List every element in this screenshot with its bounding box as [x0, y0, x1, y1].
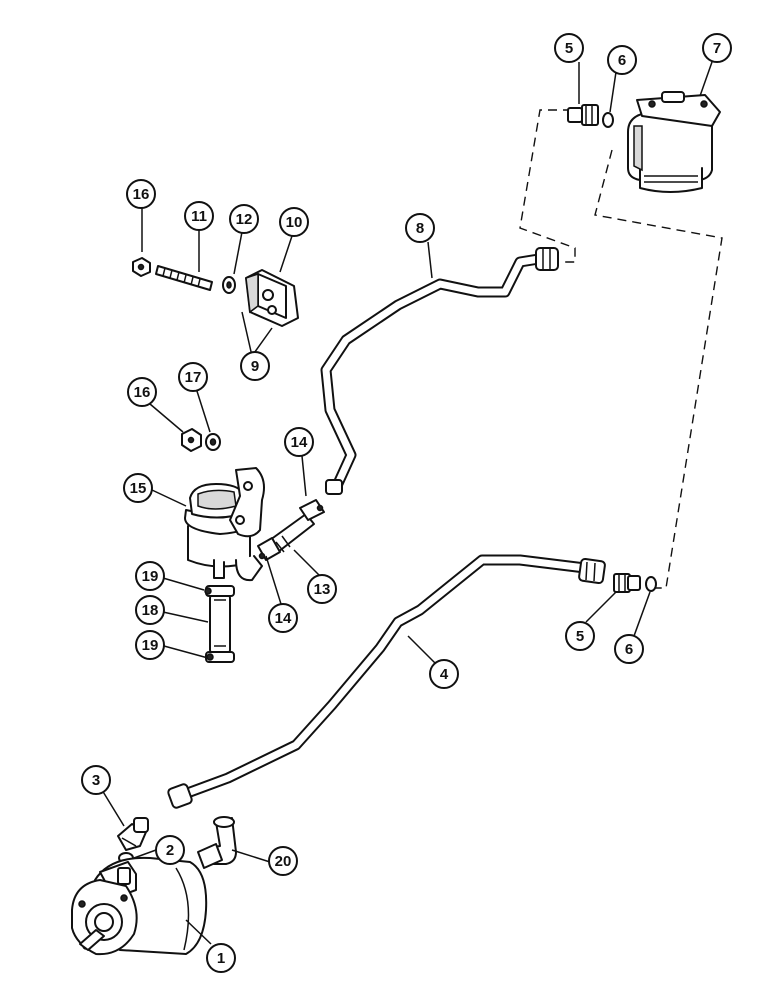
svg-text:7: 7	[713, 40, 721, 57]
svg-text:14: 14	[275, 610, 292, 627]
elbow-part-20	[197, 816, 237, 869]
bracket-part-10	[245, 269, 299, 327]
stud-part-11	[155, 265, 213, 291]
svg-text:5: 5	[565, 40, 573, 57]
pipe-part-8	[320, 247, 559, 495]
nut-part-16-upper	[132, 257, 151, 277]
callout-3: 3	[81, 765, 111, 795]
o-ring-part-6-upper	[602, 112, 614, 128]
svg-text:15: 15	[130, 480, 147, 497]
svg-text:12: 12	[236, 211, 253, 228]
callout-9: 9	[240, 351, 270, 381]
svg-text:6: 6	[618, 52, 626, 69]
pump-part-1	[71, 856, 208, 956]
svg-text:4: 4	[440, 666, 449, 683]
callout-5-lower: 5	[565, 621, 595, 651]
callout-2: 2	[155, 835, 185, 865]
callout-14-upper: 14	[284, 427, 314, 457]
callout-5-upper: 5	[554, 33, 584, 63]
svg-text:14: 14	[291, 434, 308, 451]
callout-10: 10	[279, 207, 309, 237]
callout-16-upper: 16	[126, 179, 156, 209]
o-ring-part-6-lower	[645, 576, 657, 592]
callout-7: 7	[702, 33, 732, 63]
hose-clamp-part-14-lower	[257, 537, 281, 561]
callout-19-upper: 19	[135, 561, 165, 591]
svg-text:17: 17	[185, 369, 202, 386]
callout-11: 11	[184, 201, 214, 231]
callout-6-upper: 6	[607, 45, 637, 75]
callout-18: 18	[135, 595, 165, 625]
svg-text:1: 1	[217, 950, 225, 967]
leader-lines	[101, 61, 713, 945]
washer-part-12	[222, 276, 236, 294]
svg-text:19: 19	[142, 637, 159, 654]
callout-13: 13	[307, 574, 337, 604]
svg-text:18: 18	[142, 602, 159, 619]
svg-text:13: 13	[314, 581, 331, 598]
hose-clamp-part-19-lower	[205, 651, 235, 663]
hose-clamp-part-19-upper	[204, 585, 235, 597]
callout-20: 20	[268, 846, 298, 876]
hose-part-18	[209, 593, 231, 655]
svg-text:20: 20	[275, 853, 292, 870]
svg-text:11: 11	[191, 208, 207, 225]
nut-part-16-lower	[181, 428, 202, 452]
svg-text:5: 5	[576, 628, 584, 645]
callout-1: 1	[206, 943, 236, 973]
adapter-part-5-lower	[613, 573, 641, 593]
svg-text:16: 16	[133, 186, 150, 203]
callout-19-lower: 19	[135, 630, 165, 660]
callout-6-lower: 6	[614, 634, 644, 664]
svg-text:2: 2	[166, 842, 174, 859]
svg-text:16: 16	[134, 384, 151, 401]
pipe-part-4	[167, 554, 606, 809]
callout-4: 4	[429, 659, 459, 689]
callout-12: 12	[229, 204, 259, 234]
svg-text:8: 8	[416, 220, 424, 237]
callout-14-lower: 14	[268, 603, 298, 633]
callout-16-lower: 16	[127, 377, 157, 407]
svg-text:19: 19	[142, 568, 159, 585]
hose-clamp-part-14-upper	[299, 499, 325, 521]
svg-text:3: 3	[92, 772, 100, 789]
svg-text:6: 6	[625, 641, 633, 658]
washer-part-17	[205, 433, 221, 451]
callout-15: 15	[123, 473, 153, 503]
adapter-part-5-upper	[567, 104, 599, 126]
callout-8: 8	[405, 213, 435, 243]
fitting-part-3	[117, 817, 149, 851]
dashed-connection-lines	[519, 109, 723, 589]
svg-text:10: 10	[286, 214, 303, 231]
callout-17: 17	[178, 362, 208, 392]
svg-text:9: 9	[251, 358, 259, 375]
reservoir-part-15	[184, 467, 265, 582]
steering-motor-part-7	[627, 91, 721, 193]
